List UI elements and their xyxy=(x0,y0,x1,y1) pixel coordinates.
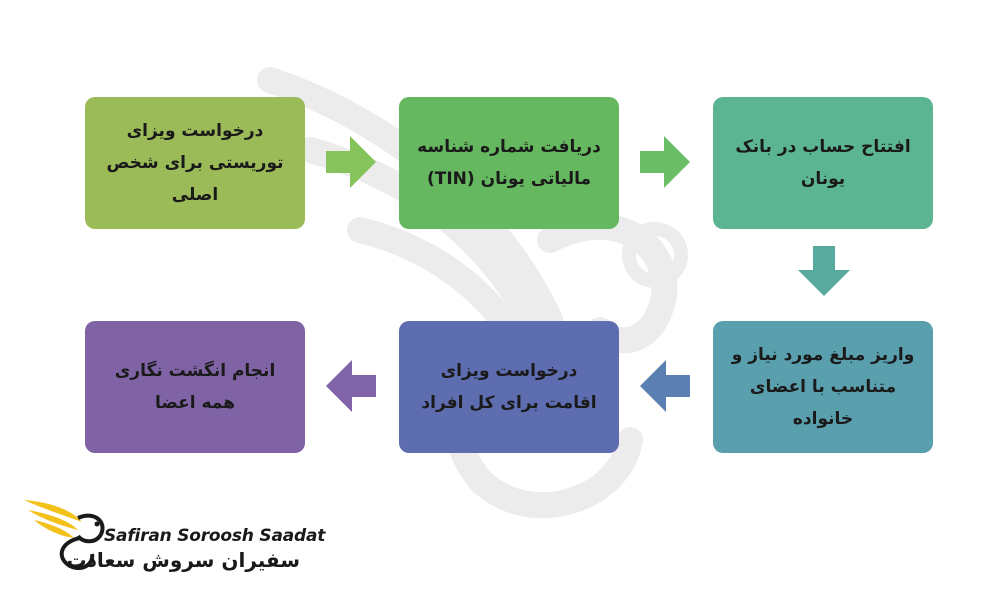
arrow-right-icon xyxy=(326,136,376,188)
step-fingerprinting-label: انجام انگشت نگاری همه اعضا xyxy=(114,361,276,413)
step-tax-number: دریافت شماره شناسه مالیاتی یونان (TIN) xyxy=(399,97,619,229)
logo-english-name: Safiran Soroosh Saadat xyxy=(104,526,326,546)
step-deposit-label: واریز مبلغ مورد نیاز و متناسب با اعضای خ… xyxy=(731,345,915,429)
arrow-right-icon xyxy=(640,136,690,188)
step-residence-visa: درخواست ویزای اقامت برای کل افراد xyxy=(399,321,619,453)
step-deposit: واریز مبلغ مورد نیاز و متناسب با اعضای خ… xyxy=(713,321,933,453)
swan-wing-logo-icon xyxy=(24,500,105,571)
step-fingerprinting: انجام انگشت نگاری همه اعضا xyxy=(85,321,305,453)
step-bank-account: افتتاح حساب در بانک یونان xyxy=(713,97,933,229)
logo-persian-name: سفیران سروش سعادت xyxy=(66,548,301,572)
step-residence-visa-label: درخواست ویزای اقامت برای کل افراد xyxy=(421,361,597,413)
company-logo: Safiran Soroosh Saadat سفیران سروش سعادت xyxy=(20,496,325,576)
step-bank-account-label: افتتاح حساب در بانک یونان xyxy=(735,137,911,189)
arrow-left-icon xyxy=(640,360,690,412)
arrow-down-icon xyxy=(798,246,850,296)
step-tourist-visa: درخواست ویزای توریستی برای شخص اصلی xyxy=(85,97,305,229)
step-tourist-visa-label: درخواست ویزای توریستی برای شخص اصلی xyxy=(106,121,284,205)
step-tax-number-label: دریافت شماره شناسه مالیاتی یونان (TIN) xyxy=(417,137,601,189)
arrow-left-icon xyxy=(326,360,376,412)
